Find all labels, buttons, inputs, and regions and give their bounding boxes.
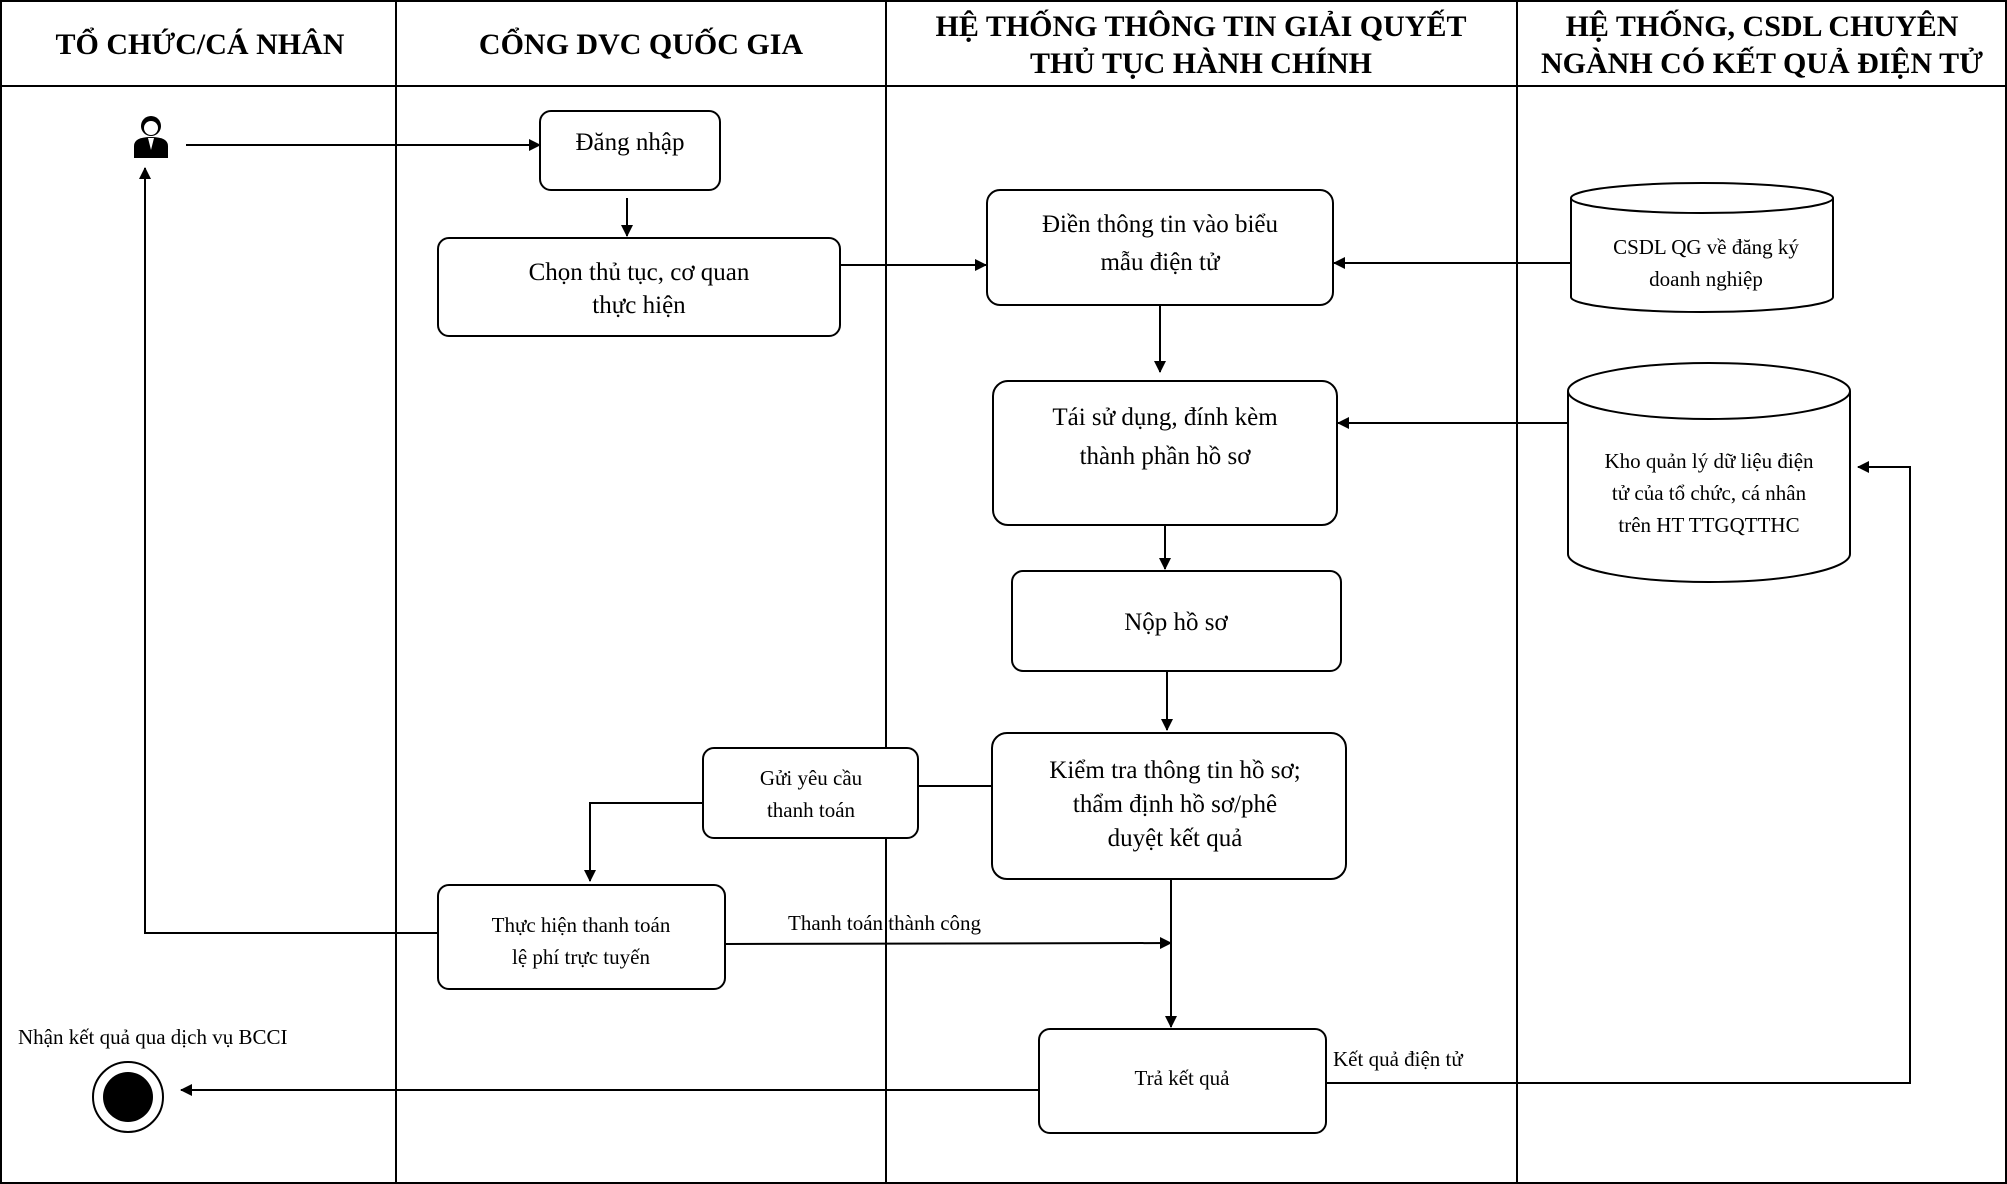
node-fill-label-line1: Điền thông tin vào biểu: [1042, 211, 1279, 238]
edge-label-payment-success: Thanh toán thành công: [788, 911, 982, 935]
node-choose-label-line1: Chọn thủ tục, cơ quan: [529, 259, 750, 286]
end-node-icon: [92, 1061, 164, 1133]
node-choose-procedure: Chọn thủ tục, cơ quan thực hiện: [437, 237, 841, 337]
node-payment-request-line2: thanh toán: [767, 798, 856, 822]
node-result-label: Trả kết quả: [1135, 1066, 1231, 1090]
database-kho-label-line3: trên HT TTGQTTHC: [1618, 513, 1799, 537]
node-payment-label-line1: Thực hiện thanh toán: [492, 913, 671, 937]
node-check-approve: Kiểm tra thông tin hồ sơ; thẩm định hồ s…: [991, 732, 1347, 880]
person-icon: [134, 116, 168, 158]
node-payment-request-line1: Gửi yêu cầu: [760, 766, 863, 790]
node-fill-label-line2: mẫu điện tử: [1100, 249, 1221, 276]
node-check-label-line1: Kiểm tra thông tin hồ sơ;: [1049, 757, 1300, 784]
database-csdl-label-line1: CSDL QG về đăng ký: [1613, 235, 1799, 259]
node-reuse-attach: Tái sử dụng, đính kèm thành phần hồ sơ: [992, 380, 1338, 526]
node-reuse-label-line1: Tái sử dụng, đính kèm: [1052, 404, 1278, 431]
edge-label-electronic-result: Kết quả điện tử: [1333, 1047, 1463, 1071]
node-login-label: Đăng nhập: [576, 129, 685, 156]
node-reuse-label-line2: thành phần hồ sơ: [1080, 443, 1252, 470]
database-csdl-qg: CSDL QG về đăng ký doanh nghiệp: [1570, 182, 1834, 313]
database-csdl-label-line2: doanh nghiệp: [1649, 267, 1763, 291]
node-submit-label: Nộp hồ sơ: [1124, 609, 1228, 636]
node-check-label-line2: thẩm định hồ sơ/phê: [1073, 791, 1277, 818]
connectors: [139, 139, 1911, 1096]
node-submit: Nộp hồ sơ: [1011, 570, 1342, 672]
node-online-payment: Thực hiện thanh toán lệ phí trực tuyến: [437, 884, 726, 990]
node-check-label-line3: duyệt kết quả: [1108, 825, 1243, 852]
database-electronic-storage: Kho quản lý dữ liệu điện tử của tổ chức,…: [1567, 362, 1851, 583]
node-payment-label-line2: lệ phí trực tuyến: [512, 945, 650, 969]
lane-header-portal: CỔNG DVC QUỐC GIA: [479, 27, 804, 61]
node-fill-form: Điền thông tin vào biểu mẫu điện tử: [986, 189, 1334, 306]
database-kho-label-line1: Kho quản lý dữ liệu điện: [1604, 449, 1814, 473]
lane-header-system-line2: THỦ TỤC HÀNH CHÍNH: [1030, 47, 1372, 80]
lane-header-system-line1: HỆ THỐNG THÔNG TIN GIẢI QUYẾT: [936, 9, 1467, 43]
database-kho-label-line2: tử của tổ chức, cá nhân: [1612, 481, 1807, 505]
node-login: Đăng nhập: [539, 110, 721, 191]
node-choose-label-line2: thực hiện: [592, 292, 686, 319]
lane-header-database-line1: HỆ THỐNG, CSDL CHUYÊN: [1566, 9, 1959, 43]
node-return-result: Trả kết quả: [1038, 1028, 1327, 1134]
end-node-label: Nhận kết quả qua dịch vụ BCCI: [18, 1025, 287, 1049]
node-payment-request: Gửi yêu cầu thanh toán: [702, 747, 919, 839]
lane-header-individual: TỔ CHỨC/CÁ NHÂN: [56, 27, 345, 61]
lane-header-database-line2: NGÀNH CÓ KẾT QUẢ ĐIỆN TỬ: [1541, 46, 1983, 80]
